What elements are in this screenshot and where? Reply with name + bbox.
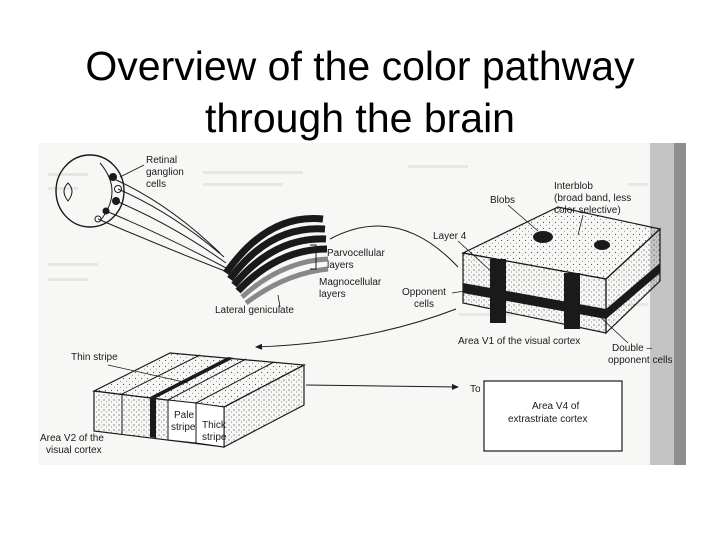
label-magno-1: Magnocellular [319, 277, 382, 288]
label-to: To [470, 384, 481, 395]
label-interblob-1: Interblob [554, 181, 593, 192]
label-double-1: Double – [612, 343, 652, 354]
label-area-v2-1: Area V2 of the [40, 433, 104, 444]
label-thin-stripe: Thin stripe [71, 352, 118, 363]
label-thick-2: stripe [202, 432, 227, 443]
label-area-v4-2: extrastriate cortex [508, 414, 587, 425]
blob-column [490, 259, 506, 323]
label-interblob-2: (broad band, less [554, 193, 631, 204]
label-parvo-1: Parvocellular [327, 248, 385, 259]
label-double-2: opponent cells [608, 355, 673, 366]
label-opponent-2: cells [414, 299, 434, 310]
label-lateral-geniculate: Lateral geniculate [215, 305, 294, 316]
blob [594, 240, 610, 250]
label-area-v2-2: visual cortex [46, 445, 102, 456]
thin-stripe-front [150, 397, 156, 438]
color-pathway-diagram: Retinal ganglion cells Parvocellular lay… [38, 143, 686, 465]
label-interblob-3: color selective) [554, 205, 621, 216]
label-parvo-2: layers [327, 260, 354, 271]
label-pale-1: Pale [174, 410, 194, 421]
title-line-2: through the brain [0, 92, 720, 144]
label-blobs: Blobs [490, 195, 515, 206]
label-thick-1: Thick [202, 420, 227, 431]
title-line-1: Overview of the color pathway [0, 40, 720, 92]
label-area-v1: Area V1 of the visual cortex [458, 336, 580, 347]
label-pale-2: stripe [171, 422, 196, 433]
label-retinal-1: Retinal [146, 155, 177, 166]
slide-title: Overview of the color pathway through th… [0, 40, 720, 144]
page-edge-shadow-dark [674, 143, 686, 465]
label-layer4: Layer 4 [433, 231, 467, 242]
label-magno-2: layers [319, 289, 346, 300]
label-opponent-1: Opponent [402, 287, 446, 298]
label-retinal-3: cells [146, 179, 166, 190]
label-area-v4-1: Area V4 of [532, 401, 579, 412]
blob [533, 231, 553, 243]
blob-column [564, 273, 580, 329]
label-retinal-2: ganglion [146, 167, 184, 178]
